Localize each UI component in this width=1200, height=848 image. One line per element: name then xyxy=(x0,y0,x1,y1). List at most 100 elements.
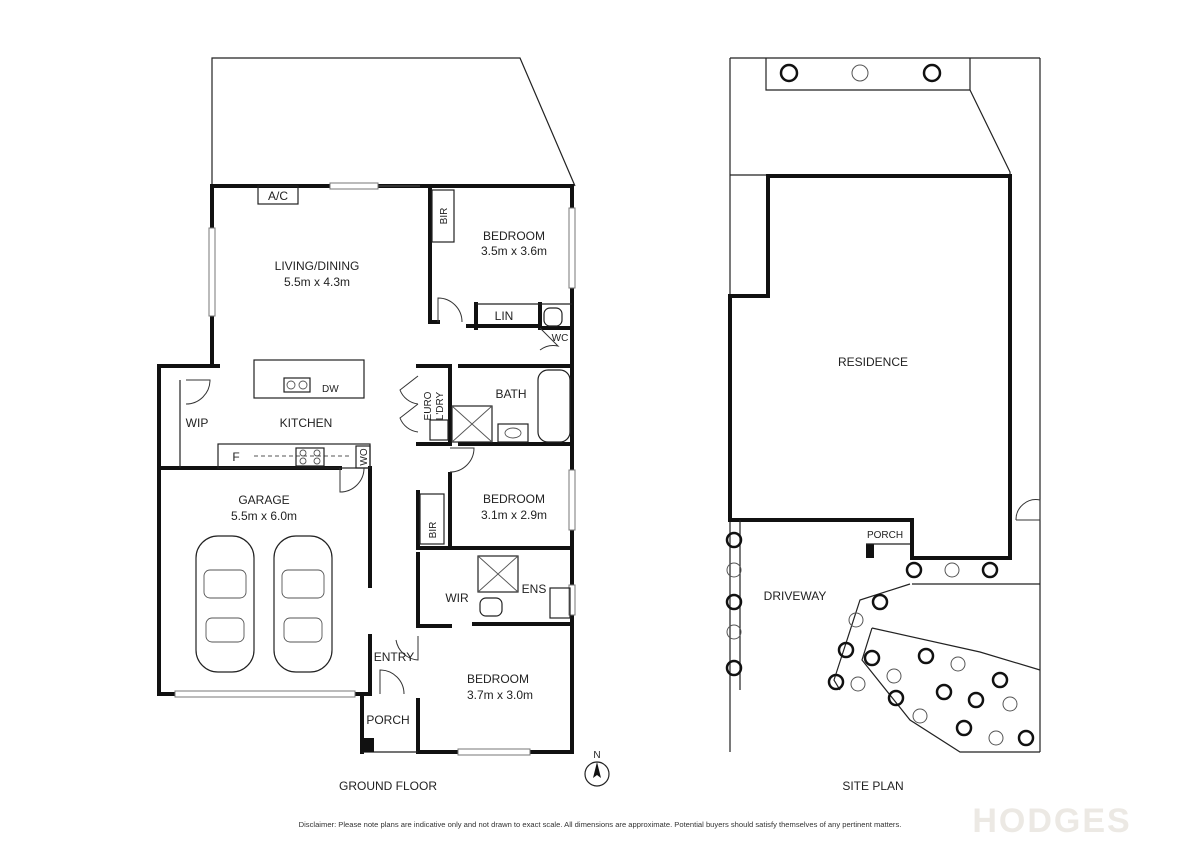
ac-label: A/C xyxy=(268,189,288,203)
backyard-line xyxy=(765,58,971,91)
window-bedroom1 xyxy=(568,207,576,289)
tree-icon xyxy=(1017,729,1035,747)
tree-icon xyxy=(837,641,855,659)
garage-label: GARAGE xyxy=(238,493,289,507)
door-swing xyxy=(185,379,211,405)
window-bedroom3 xyxy=(457,748,531,756)
tree-icon xyxy=(827,673,845,691)
tree-icon xyxy=(981,561,999,579)
bathtub-icon xyxy=(537,369,571,443)
disclaimer-text: Disclaimer: Please note plans are indica… xyxy=(299,820,902,829)
site-porch-label: PORCH xyxy=(867,530,903,541)
tree-icon xyxy=(922,63,942,83)
tree-icon xyxy=(917,647,935,665)
tree-icon xyxy=(950,656,966,672)
tree-icon xyxy=(725,593,743,611)
bir-label: BIR xyxy=(428,522,439,539)
door-swing xyxy=(399,375,419,405)
tree-icon xyxy=(967,691,985,709)
tree-icon xyxy=(912,708,928,724)
shower-icon xyxy=(451,405,493,443)
bath-label: BATH xyxy=(495,387,526,401)
porch-post xyxy=(866,544,874,558)
tree-icon xyxy=(871,593,889,611)
bir-label: BIR xyxy=(439,208,450,225)
tree-icon xyxy=(935,683,953,701)
fridge-label: F xyxy=(232,450,239,464)
laundry-trough xyxy=(429,419,449,441)
garage-dims: 5.5m x 6.0m xyxy=(231,509,297,523)
tree-icon xyxy=(725,531,743,549)
window-bedroom2 xyxy=(568,469,576,531)
porch-post xyxy=(362,738,374,752)
bedroom1-dims: 3.5m x 3.6m xyxy=(481,244,547,258)
vanity-basin xyxy=(504,427,522,439)
exterior-wall xyxy=(210,184,574,754)
brand-name: HODGES xyxy=(972,802,1131,840)
living-label: LIVING/DINING xyxy=(275,259,360,273)
tree-icon xyxy=(779,63,799,83)
compass-north-label: N xyxy=(593,750,600,761)
door-swing xyxy=(437,297,463,323)
door-swing xyxy=(539,327,560,351)
tree-icon xyxy=(905,561,923,579)
kitchen-island xyxy=(253,359,365,399)
tree-icon xyxy=(851,64,869,82)
cooktop-burner xyxy=(313,457,321,465)
bir-bedroom2 xyxy=(419,493,445,545)
sink-icon xyxy=(283,377,311,393)
brand-logo: HODGES xyxy=(972,802,1131,840)
tree-icon xyxy=(886,668,902,684)
garden-bed-top xyxy=(871,627,1041,671)
wall-oven-label: WO xyxy=(359,448,370,465)
tree-icon xyxy=(988,730,1004,746)
tree-icon xyxy=(850,676,866,692)
toilet-icon xyxy=(543,307,563,327)
tree-icon xyxy=(991,671,1009,689)
bedroom1-label: BEDROOM xyxy=(483,229,545,243)
bir-wall xyxy=(416,490,574,550)
tree-icon xyxy=(1002,696,1018,712)
wc-label: WC xyxy=(552,333,569,344)
door-swing xyxy=(449,447,475,473)
ground-floor-plan: LIVING/DINING 5.5m x 4.3m BEDROOM 3.5m x… xyxy=(157,57,610,793)
door-swing xyxy=(379,669,405,695)
window-living-west xyxy=(208,227,216,317)
vanity-icon xyxy=(497,423,529,443)
compass-icon: N xyxy=(584,750,610,787)
car-icon xyxy=(195,535,255,673)
window-ensuite xyxy=(568,584,576,616)
door-swing xyxy=(399,403,419,433)
wir-label: WIR xyxy=(445,591,469,605)
residence-footprint xyxy=(728,174,1012,560)
shower-cross xyxy=(477,555,519,593)
door-swing xyxy=(395,636,419,661)
window-living-north xyxy=(329,182,379,190)
site-plan-caption: SITE PLAN xyxy=(842,779,903,793)
tree-icon xyxy=(944,562,960,578)
gate-swing xyxy=(1015,499,1041,521)
garden-bed-curve xyxy=(861,627,1040,753)
ensuite-toilet-icon xyxy=(479,597,503,617)
site-plan: RESIDENCE DRIVEWAY PORCH SITE PLAN xyxy=(725,57,1041,793)
garden-bed-edge xyxy=(833,583,911,691)
bedroom3-label: BEDROOM xyxy=(467,672,529,686)
bedroom2-label: BEDROOM xyxy=(483,492,545,506)
car-icon xyxy=(273,535,333,673)
cooktop-icon xyxy=(295,447,325,467)
tree-icon xyxy=(726,562,742,578)
ensuite-wall xyxy=(416,552,452,628)
cooktop-burner xyxy=(299,449,307,457)
tree-icon xyxy=(726,624,742,640)
bedroom2-dims: 3.1m x 2.9m xyxy=(481,508,547,522)
laundry-label-line1: EURO xyxy=(423,391,434,420)
living-dims: 5.5m x 4.3m xyxy=(284,275,350,289)
laundry-wall xyxy=(416,364,452,446)
door-swing xyxy=(339,467,365,493)
driveway-label: DRIVEWAY xyxy=(764,589,827,603)
cooktop-burner xyxy=(313,449,321,457)
ground-floor-caption: GROUND FLOOR xyxy=(339,779,437,793)
bedroom3-dims: 3.7m x 3.0m xyxy=(467,688,533,702)
